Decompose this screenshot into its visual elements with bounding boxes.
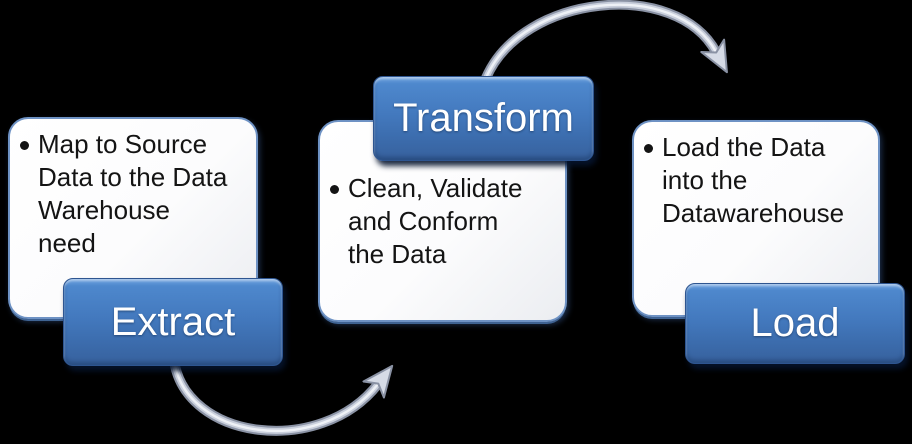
bullet-icon: [644, 144, 653, 153]
step-label-transform: Transform: [373, 76, 594, 161]
step-label-load: Load: [685, 283, 905, 364]
bullet-item: Load the Data into the Datawarehouse: [634, 122, 878, 230]
bullet-item: Clean, Validate and Conform the Data: [320, 122, 565, 271]
bullet-line: and Conform: [348, 206, 499, 236]
bullet-line: Data to the Data: [38, 162, 228, 192]
bullet-line: Datawarehouse: [662, 198, 845, 228]
bullet-line: into the: [662, 165, 748, 195]
arrow-transform-to-load-icon: [481, 0, 728, 83]
bullet-icon: [330, 185, 339, 194]
arrow-extract-to-transform-icon: [169, 355, 394, 436]
bullet-line: Warehouse: [38, 195, 170, 225]
bullet-icon: [20, 141, 29, 150]
bullet-line: Load the Data: [662, 132, 826, 162]
bullet-line: need: [38, 228, 96, 258]
bullet-item: Map to Source Data to the Data Warehouse…: [10, 119, 256, 260]
bullet-line: Clean, Validate: [348, 173, 523, 203]
bullet-line: the Data: [348, 239, 447, 269]
bullet-line: Map to Source: [38, 129, 208, 159]
step-card-extract: Map to Source Data to the Data Warehouse…: [8, 117, 258, 319]
step-label-extract: Extract: [63, 278, 283, 366]
